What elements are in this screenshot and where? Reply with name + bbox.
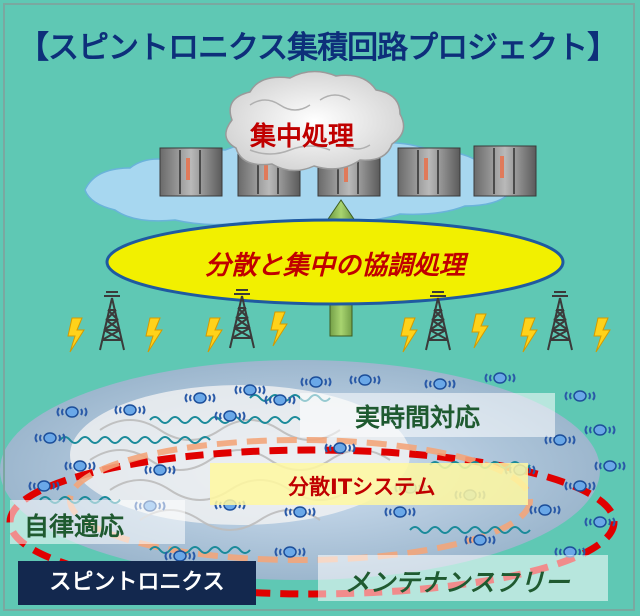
realtime-label: 実時間対応 (355, 403, 481, 432)
brain-icon (225, 70, 405, 172)
maintenance-free-label: メンテナンスフリー (345, 568, 570, 597)
spintronics-label: スピントロニクス (18, 561, 256, 605)
central-processing-label: 集中処理 (249, 122, 354, 152)
diagram-border (3, 3, 635, 611)
cooperative-processing-ellipse (105, 218, 565, 306)
distributed-it-label: 分散ITシステム (288, 475, 436, 499)
cooperative-processing-label: 分散と集中の協調処理 (204, 251, 465, 281)
autonomous-label: 自律適応 (24, 512, 125, 541)
page-title: 【スピントロニクス集積回路プロジェクト】 (18, 30, 618, 66)
